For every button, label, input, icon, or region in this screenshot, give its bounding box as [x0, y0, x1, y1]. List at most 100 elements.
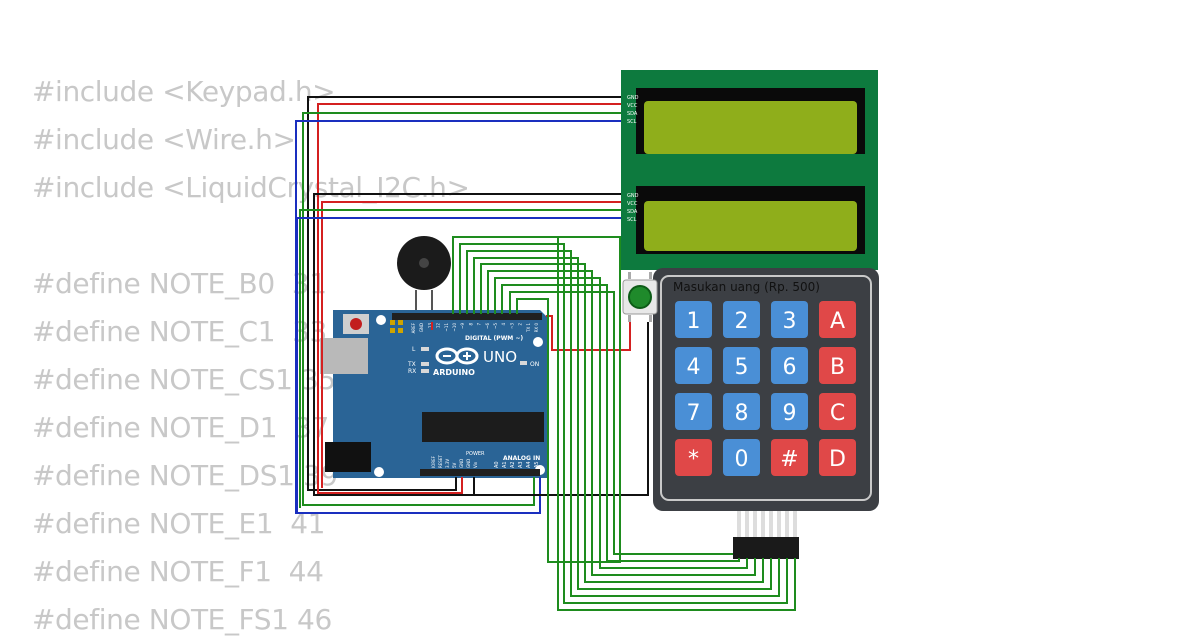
pin-label: A0	[494, 461, 500, 468]
pin-label: A4	[526, 461, 532, 468]
lcd-screen	[644, 201, 857, 251]
pin-label: 4	[501, 323, 506, 326]
wire-green	[452, 236, 796, 611]
key-6[interactable]: 6	[771, 347, 808, 384]
key-B[interactable]: B	[819, 347, 856, 384]
key-label: #	[780, 447, 798, 472]
pin-label: A1	[502, 461, 508, 468]
key-label: *	[688, 447, 699, 472]
key-9[interactable]: 9	[771, 393, 808, 430]
analog-label: ANALOG IN	[503, 455, 540, 462]
key-3[interactable]: 3	[771, 301, 808, 338]
power-label: POWER	[466, 451, 485, 457]
arduino-uno[interactable]: UNO ARDUINO DIGITAL (PWM ~) ANALOG IN PO…	[320, 310, 548, 478]
code-line: #define NOTE_F1 44	[32, 555, 324, 588]
key-#[interactable]: #	[771, 439, 808, 476]
pin-label: ~10	[452, 323, 457, 332]
keypad-wires	[452, 236, 796, 611]
buzzer[interactable]	[397, 236, 451, 322]
code-line: #include <Keypad.h>	[32, 75, 336, 108]
pin-label: A3	[518, 461, 524, 468]
pin-label-sda: SDA	[627, 209, 638, 215]
pin-label: ~6	[485, 323, 490, 329]
board-brand: ARDUINO	[433, 368, 475, 377]
pin-label: GND	[466, 459, 471, 468]
push-button[interactable]	[622, 272, 658, 322]
key-5[interactable]: 5	[723, 347, 760, 384]
led-label-tx: TX	[407, 361, 416, 368]
key-label: 0	[735, 447, 749, 472]
pin-label: A5	[534, 461, 540, 468]
pin-label: 2	[518, 323, 523, 326]
key-4[interactable]: 4	[675, 347, 712, 384]
atmega-chip	[422, 412, 544, 442]
usb-port	[320, 338, 368, 374]
key-label: 5	[735, 355, 749, 380]
key-1[interactable]: 1	[675, 301, 712, 338]
wire-green	[466, 250, 780, 597]
on-label: ON	[530, 361, 539, 368]
pin-label-gnd: GND	[627, 95, 639, 101]
pin-label: ~9	[460, 323, 465, 329]
pin-label: 7	[477, 323, 482, 326]
pin-label: Vin	[473, 461, 478, 468]
pin-label: ~11	[444, 323, 449, 332]
wire-black	[313, 193, 649, 496]
button-cap	[628, 285, 652, 309]
key-label: 4	[687, 355, 701, 380]
wire-green	[459, 243, 788, 604]
digital-header	[392, 313, 542, 320]
key-0[interactable]: 0	[723, 439, 760, 476]
keypad-connector	[733, 537, 799, 559]
lcd-display-2[interactable]: GND VCC SDA SCL	[621, 168, 878, 270]
pin-label: ~5	[493, 323, 498, 329]
key-label: 1	[687, 309, 701, 334]
lcd-pin-labels: GND VCC SDA SCL	[627, 95, 639, 125]
lcd-display-1[interactable]: GND VCC SDA SCL	[621, 70, 878, 168]
key-8[interactable]: 8	[723, 393, 760, 430]
code-line: #define NOTE_D1 37	[32, 411, 329, 444]
pin-label: 5V	[452, 462, 457, 468]
keypad-ribbon	[737, 511, 797, 537]
key-label: 7	[687, 401, 701, 426]
digital-label: DIGITAL (PWM ~)	[465, 335, 523, 342]
key-D[interactable]: D	[819, 439, 856, 476]
pin-label: GND	[419, 323, 424, 332]
wire-blue	[296, 217, 621, 513]
key-*[interactable]: *	[675, 439, 712, 476]
on-led	[520, 361, 527, 365]
key-2[interactable]: 2	[723, 301, 760, 338]
key-label: 8	[735, 401, 749, 426]
wire-red	[317, 103, 621, 494]
key-label: 6	[783, 355, 797, 380]
wire-green	[480, 263, 764, 583]
pin-label: RESET	[438, 455, 443, 468]
key-label: C	[830, 401, 845, 426]
wire-green	[473, 257, 772, 590]
pin-label: AREF	[411, 322, 416, 333]
pin-label-vcc: VCC	[627, 201, 638, 207]
pin-label: A2	[510, 461, 516, 468]
code-line: #include <Wire.h>	[32, 123, 296, 156]
key-7[interactable]: 7	[675, 393, 712, 430]
pin-label-sda: SDA	[627, 111, 638, 117]
lcd-wires	[295, 96, 649, 514]
power-analog-header	[420, 469, 540, 476]
led-label-l: L	[412, 346, 416, 353]
key-label: D	[829, 447, 846, 472]
lcd-screen	[644, 101, 857, 154]
power-jack	[325, 442, 371, 472]
wire-green	[516, 236, 621, 563]
pin-label: RX 0	[534, 323, 539, 333]
key-C[interactable]: C	[819, 393, 856, 430]
wire-green	[494, 277, 748, 569]
key-label: 2	[735, 309, 749, 334]
wire-green	[487, 270, 756, 576]
lcd-pin-labels: GND VCC SDA SCL	[627, 193, 639, 223]
wire-black	[307, 96, 621, 491]
key-A[interactable]: A	[819, 301, 856, 338]
